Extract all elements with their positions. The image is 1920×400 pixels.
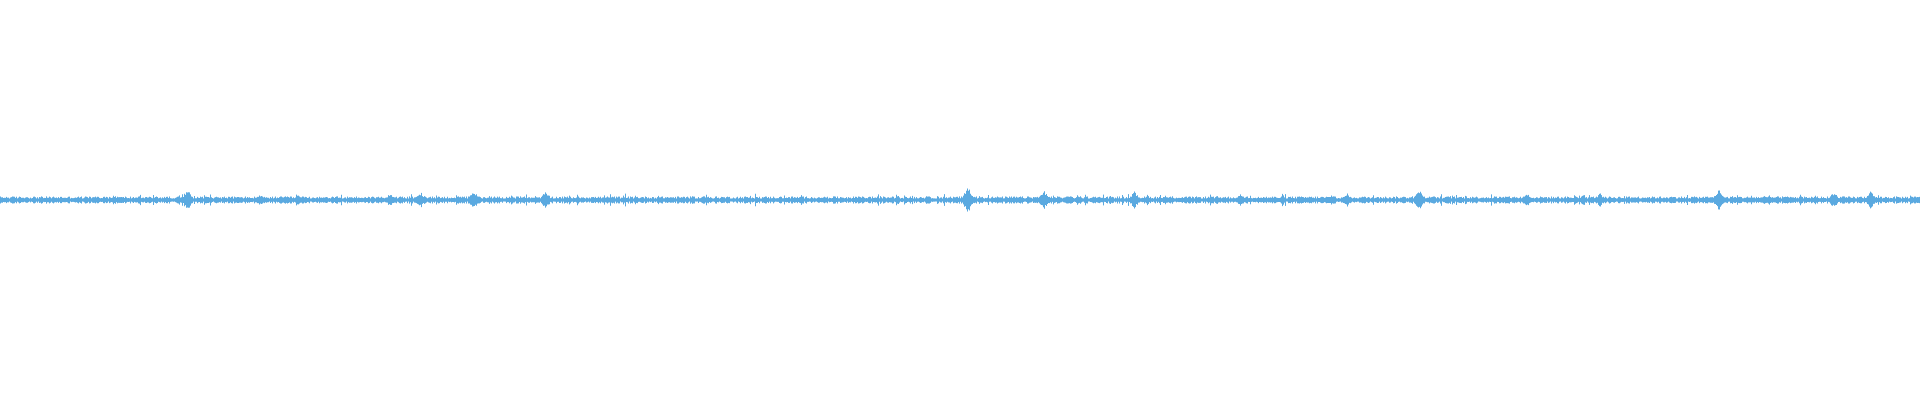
waveform-signal — [0, 188, 1920, 212]
waveform-amplitude-path — [0, 188, 1920, 212]
